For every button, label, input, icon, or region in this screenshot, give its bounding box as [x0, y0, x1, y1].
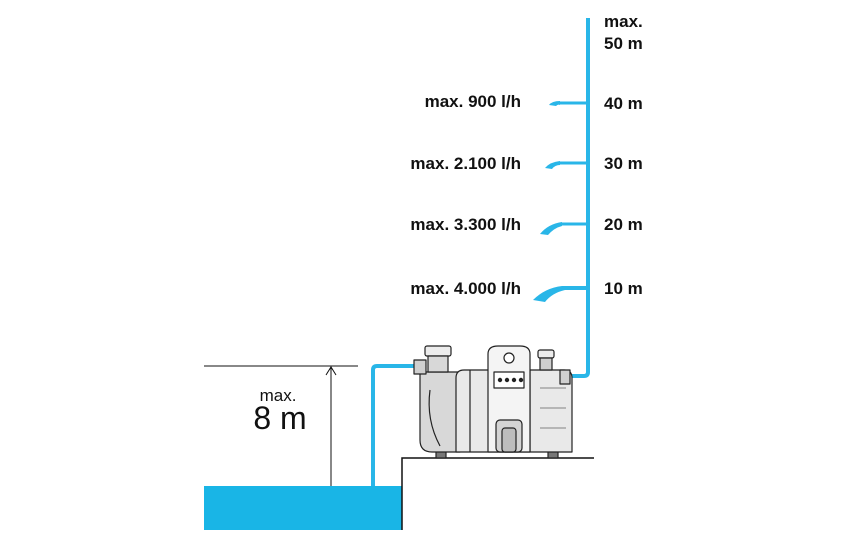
flow-label-30m: max. 2.100 l/h — [410, 154, 521, 173]
spray-40m — [549, 101, 588, 106]
discharge-pipe — [566, 18, 590, 378]
suction-label-line2: 8 m — [253, 400, 307, 436]
height-label-10m: 10 m — [604, 279, 643, 298]
height-label-20m: 20 m — [604, 215, 643, 234]
suction-label-line1: max. — [259, 386, 297, 405]
max-height-label-line2: 50 m — [604, 34, 643, 53]
height-label-30m: 30 m — [604, 154, 643, 173]
flow-label-20m: max. 3.300 l/h — [410, 215, 521, 234]
suction-arrow-head — [325, 366, 337, 376]
spray-30m — [545, 161, 588, 169]
flow-label-10m: max. 4.000 l/h — [410, 279, 521, 298]
garden-pump-icon — [413, 345, 573, 459]
ground-platform — [401, 457, 594, 530]
suction-pipe — [371, 364, 424, 486]
spray-20m — [540, 222, 588, 235]
water-reservoir — [204, 486, 402, 530]
height-label-40m: 40 m — [604, 94, 643, 113]
spray-10m — [533, 286, 588, 302]
max-height-label-line1: max. — [604, 12, 643, 31]
flow-label-40m: max. 900 l/h — [424, 92, 521, 111]
